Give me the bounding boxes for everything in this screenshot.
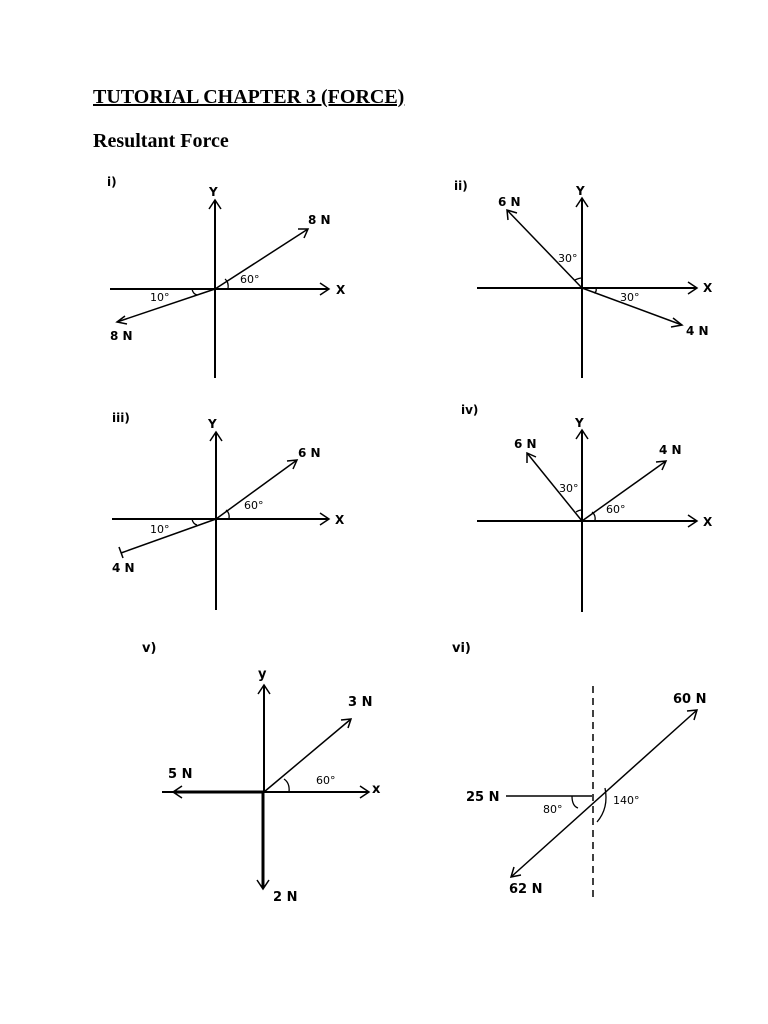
arrowhead — [655, 460, 668, 471]
arrowhead — [171, 785, 183, 799]
force-label: 62 N — [509, 882, 543, 897]
force-label: 6 N — [498, 195, 521, 209]
diagram-vi: vi) 60 N 25 N 62 N 80° 140° — [452, 641, 707, 900]
y-axis-label: Y — [575, 184, 585, 198]
section-heading: Resultant Force — [93, 130, 229, 152]
force-label: 25 N — [466, 790, 500, 805]
x-axis-label: X — [703, 515, 713, 529]
x-axis-arrowhead — [687, 514, 699, 528]
arrowhead — [670, 317, 684, 328]
x-axis-arrowhead — [687, 281, 699, 295]
x-axis-label: X — [335, 513, 345, 527]
y-axis-label: Y — [207, 417, 217, 431]
y-axis-label: Y — [208, 185, 218, 199]
arrowhead — [506, 208, 518, 221]
angle-arc — [191, 518, 198, 526]
force-vector — [120, 518, 217, 554]
force-label: 8 N — [110, 329, 133, 343]
force-label: 60 N — [673, 692, 707, 707]
angle-label: 60° — [240, 273, 260, 286]
arrowhead — [686, 709, 699, 721]
angle-label: 60° — [316, 774, 336, 787]
page-title: TUTORIAL CHAPTER 3 (FORCE) — [93, 86, 405, 108]
force-label: 6 N — [514, 437, 537, 451]
force-vector — [581, 287, 683, 326]
y-axis-arrowhead — [575, 196, 589, 208]
x-axis-arrowhead — [359, 785, 371, 799]
y-axis-arrowhead — [575, 428, 589, 440]
x-axis-label: X — [336, 283, 346, 297]
diagram-label: v) — [142, 641, 156, 656]
x-axis-label: x — [372, 782, 381, 797]
diagram-iii: iii) X Y 6 N 4 N 60° 10° — [112, 411, 345, 610]
diagram-v: v) x y 3 N 5 N 2 N 60° — [142, 641, 381, 905]
angle-arc — [593, 287, 597, 294]
angle-arc — [224, 278, 229, 290]
force-vector — [506, 209, 583, 289]
force-label: 3 N — [348, 695, 372, 710]
arrowhead — [118, 546, 124, 559]
force-vector — [215, 459, 298, 520]
diagram-iv: iv) X Y 6 N 4 N 30° 60° — [461, 403, 713, 612]
diagram-i: i) X Y 8 N 8 N 60° 10° — [107, 175, 346, 378]
diagram-ii: ii) X Y 6 N 4 N 30° 30° — [454, 179, 713, 378]
angle-arc — [283, 778, 290, 793]
force-label: 2 N — [273, 890, 297, 905]
arrowhead — [298, 228, 310, 239]
angle-label: 30° — [558, 252, 578, 265]
y-axis-label: Y — [574, 416, 584, 430]
diagram-label: vi) — [452, 641, 471, 656]
arrowhead — [256, 879, 270, 891]
y-axis-label: y — [258, 667, 267, 682]
force-label: 8 N — [308, 213, 331, 227]
force-vector — [116, 288, 216, 323]
force-vector — [510, 709, 698, 878]
force-label: 4 N — [112, 561, 135, 575]
y-axis-arrowhead — [209, 430, 223, 442]
force-vector — [581, 460, 667, 522]
angle-arc — [596, 787, 607, 823]
angle-label: 140° — [613, 794, 640, 807]
force-vector — [263, 718, 352, 793]
angle-label: 30° — [559, 482, 579, 495]
angle-label: 10° — [150, 291, 170, 304]
diagram-label: iii) — [112, 411, 130, 425]
force-label: 6 N — [298, 446, 321, 460]
y-axis-arrowhead — [208, 198, 222, 210]
arrowhead — [340, 718, 353, 729]
arrowhead — [509, 866, 522, 878]
arrowhead — [286, 459, 299, 470]
angle-label: 30° — [620, 291, 640, 304]
angle-arc — [591, 511, 596, 522]
force-label: 4 N — [659, 443, 682, 457]
arrowhead — [115, 315, 128, 325]
angle-label: 10° — [150, 523, 170, 536]
angle-label: 80° — [543, 803, 563, 816]
diagram-label: ii) — [454, 179, 468, 193]
force-label: 5 N — [168, 767, 192, 782]
force-vector — [214, 228, 309, 290]
angle-label: 60° — [244, 499, 264, 512]
y-axis-arrowhead — [257, 683, 271, 695]
angle-arc — [575, 509, 583, 513]
x-axis-arrowhead — [319, 282, 331, 296]
arrowhead — [526, 451, 537, 463]
angle-arc — [571, 795, 579, 809]
force-vector — [526, 452, 583, 522]
force-label: 4 N — [686, 324, 709, 338]
angle-arc — [225, 509, 230, 520]
angle-arc — [574, 277, 583, 281]
angle-label: 60° — [606, 503, 626, 516]
diagram-label: i) — [107, 175, 117, 189]
diagram-label: iv) — [461, 403, 478, 417]
x-axis-label: X — [703, 281, 713, 295]
x-axis-arrowhead — [319, 512, 331, 526]
angle-arc — [191, 288, 198, 296]
